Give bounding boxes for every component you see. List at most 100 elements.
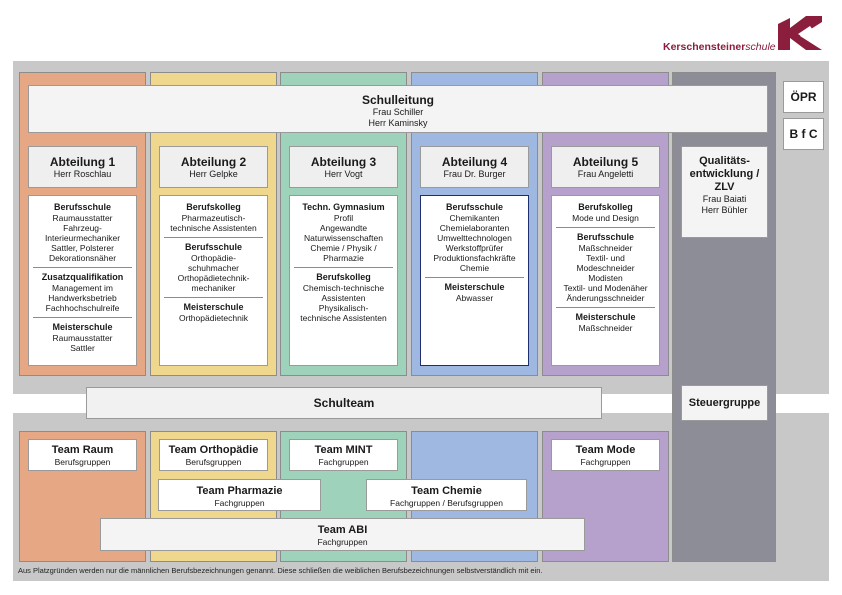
abteilung-2-group-2-item: Orthopädie-	[191, 253, 236, 263]
quality-title-line: ZLV	[714, 181, 735, 193]
divider	[556, 227, 655, 228]
abteilung-3-group-1-item: Profil	[333, 213, 354, 223]
team-chemie-title: Team Chemie	[411, 485, 482, 497]
schulleitung-box: Schulleitung Frau Schiller Herr Kaminsky	[28, 85, 768, 133]
abteilung-4-group-1-item: Chemikanten	[449, 213, 500, 223]
abteilung-1-group-2-title: Zusatzqualifikation	[41, 272, 124, 282]
abteilung-3-group-2-title: Berufskolleg	[316, 272, 371, 282]
abteilung-2-group-2-item: Orthopädietechnik-	[177, 273, 250, 283]
abteilung-3-title: Abteilung 3	[310, 155, 377, 169]
abteilung-5-group-2-title: Berufsschule	[576, 232, 635, 242]
abteilung-5-body: Berufskolleg Mode und Design Berufsschul…	[551, 195, 660, 366]
abteilung-3-group-2-item: Assistenten	[321, 293, 366, 303]
abteilung-1-group-1-item: Raumausstatter	[52, 213, 113, 223]
abteilung-3-group-2-item: Physikalisch-	[318, 303, 369, 313]
schulleitung-person-1: Frau Schiller	[372, 107, 424, 117]
abteilung-3-group-1-item: Naturwissenschaften	[304, 233, 383, 243]
bfc-box: B f C	[783, 118, 824, 150]
divider	[33, 267, 132, 268]
abteilung-2-group-3-title: Meisterschule	[183, 302, 244, 312]
abteilung-5-group-2-item: Änderungsschneider	[566, 293, 645, 303]
team-mode-title: Team Mode	[575, 444, 636, 456]
team-orthopaedie-sub: Berufsgruppen	[185, 457, 242, 467]
abteilung-2-group-3-item: Orthopädietechnik	[179, 313, 248, 323]
abteilung-5-group-1-item: Mode und Design	[572, 213, 639, 223]
steuergruppe-box: Steuergruppe	[681, 385, 768, 421]
abteilung-5-group-2-item: Modisten	[588, 273, 623, 283]
team-chemie-sub: Fachgruppen / Berufsgruppen	[390, 498, 503, 508]
abteilung-4-group-1-item: Chemie	[459, 263, 490, 273]
abteilung-3-header: Abteilung 3 Herr Vogt	[289, 146, 398, 188]
team-mode-box: Team Mode Fachgruppen	[551, 439, 660, 471]
abteilung-3-group-2-item: technische Assistenten	[300, 313, 387, 323]
divider	[294, 267, 393, 268]
abteilung-1-group-1-title: Berufsschule	[53, 202, 112, 212]
logo-text-italic: schule	[745, 41, 776, 53]
abteilung-1-group-1-item: Dekorationsnäher	[48, 253, 117, 263]
team-abi-title: Team ABI	[317, 524, 368, 536]
schulleitung-title: Schulleitung	[362, 93, 434, 107]
abteilung-4-group-2-item: Abwasser	[455, 293, 494, 303]
team-mint-box: Team MINT Fachgruppen	[289, 439, 398, 471]
team-mint-title: Team MINT	[314, 444, 373, 456]
abteilung-5-group-2-item: Maßschneider	[578, 243, 633, 253]
logo-text-bold: Kerschensteiner	[663, 41, 746, 53]
abteilung-1-group-1-item: Sattler, Polsterer	[51, 243, 114, 253]
abteilung-1-group-2-item: Fachhochschulreife	[45, 303, 120, 313]
abteilung-4-group-1-item: Produktionsfachkräfte	[433, 253, 516, 263]
abteilung-1-head: Herr Roschlau	[53, 169, 112, 179]
team-raum-sub: Berufsgruppen	[54, 457, 111, 467]
abteilung-3-body: Techn. Gymnasium Profil Angewandte Natur…	[289, 195, 398, 366]
divider	[164, 237, 263, 238]
abteilung-1-group-2-item: Management im	[52, 283, 113, 293]
abteilung-4-group-1-item: Werkstoffprüfer	[445, 243, 504, 253]
abteilung-5-group-2-item: Textil- und Modenäher	[563, 283, 648, 293]
divider	[556, 307, 655, 308]
team-raum-box: Team Raum Berufsgruppen	[28, 439, 137, 471]
divider	[33, 317, 132, 318]
abteilung-1-group-3-title: Meisterschule	[52, 322, 113, 332]
quality-person-2: Herr Bühler	[701, 205, 748, 215]
team-abi-sub: Fachgruppen	[317, 537, 368, 547]
abteilung-3-head: Herr Vogt	[324, 169, 363, 179]
abteilung-3-group-1-item: Pharmazie	[323, 253, 364, 263]
abteilung-4-title: Abteilung 4	[441, 155, 508, 169]
abteilung-4-head: Frau Dr. Burger	[443, 169, 506, 179]
abteilung-3-group-1-item: Chemie / Physik /	[310, 243, 377, 253]
abteilung-4-group-1-item: Umwelttechnologen	[437, 233, 512, 243]
abteilung-2-group-2-item: mechaniker	[191, 283, 236, 293]
team-orthopaedie-box: Team Orthopädie Berufsgruppen	[159, 439, 268, 471]
schulleitung-person-2: Herr Kaminsky	[368, 118, 428, 128]
divider	[425, 277, 524, 278]
abteilung-1-body: Berufsschule Raumausstatter Fahrzeug- In…	[28, 195, 137, 366]
abteilung-5-title: Abteilung 5	[572, 155, 639, 169]
abteilung-5-group-3-title: Meisterschule	[575, 312, 636, 322]
team-mode-sub: Fachgruppen	[580, 457, 631, 467]
team-chemie-box: Team Chemie Fachgruppen / Berufsgruppen	[366, 479, 527, 511]
abteilung-5-group-1-title: Berufskolleg	[578, 202, 633, 212]
abteilung-5-group-2-item: Modeschneider	[576, 263, 635, 273]
divider	[164, 297, 263, 298]
quality-person-1: Frau Baiati	[702, 194, 747, 204]
footer-note: Aus Platzgründen werden nur die männlich…	[18, 566, 543, 575]
logo-mark-icon	[778, 16, 822, 50]
abteilung-1-group-3-item: Raumausstatter	[52, 333, 113, 343]
abteilung-1-group-2-item: Handwerksbetrieb	[48, 293, 117, 303]
team-raum-title: Team Raum	[51, 444, 114, 456]
abteilung-2-group-1-item: technische Assistenten	[170, 223, 257, 233]
abteilung-2-group-1-title: Berufskolleg	[186, 202, 241, 212]
abteilung-4-header: Abteilung 4 Frau Dr. Burger	[420, 146, 529, 188]
quality-box: Qualitäts- entwicklung / ZLV Frau Baiati…	[681, 146, 768, 238]
abteilung-4-group-2-title: Meisterschule	[444, 282, 505, 292]
abteilung-3-group-1-item: Angewandte	[319, 223, 368, 233]
abteilung-3-group-1-title: Techn. Gymnasium	[302, 202, 385, 212]
team-abi-box: Team ABI Fachgruppen	[100, 518, 585, 551]
abteilung-3-group-2-item: Chemisch-technische	[302, 283, 385, 293]
quality-title-line: entwicklung /	[689, 168, 760, 180]
abteilung-2-head: Herr Gelpke	[189, 169, 238, 179]
abteilung-2-group-2-item: schuhmacher	[187, 263, 240, 273]
abteilung-5-group-3-item: Maßschneider	[578, 323, 633, 333]
abteilung-2-group-2-title: Berufsschule	[184, 242, 243, 252]
team-orthopaedie-title: Team Orthopädie	[168, 444, 259, 456]
abteilung-4-group-1-item: Chemielaboranten	[439, 223, 510, 233]
